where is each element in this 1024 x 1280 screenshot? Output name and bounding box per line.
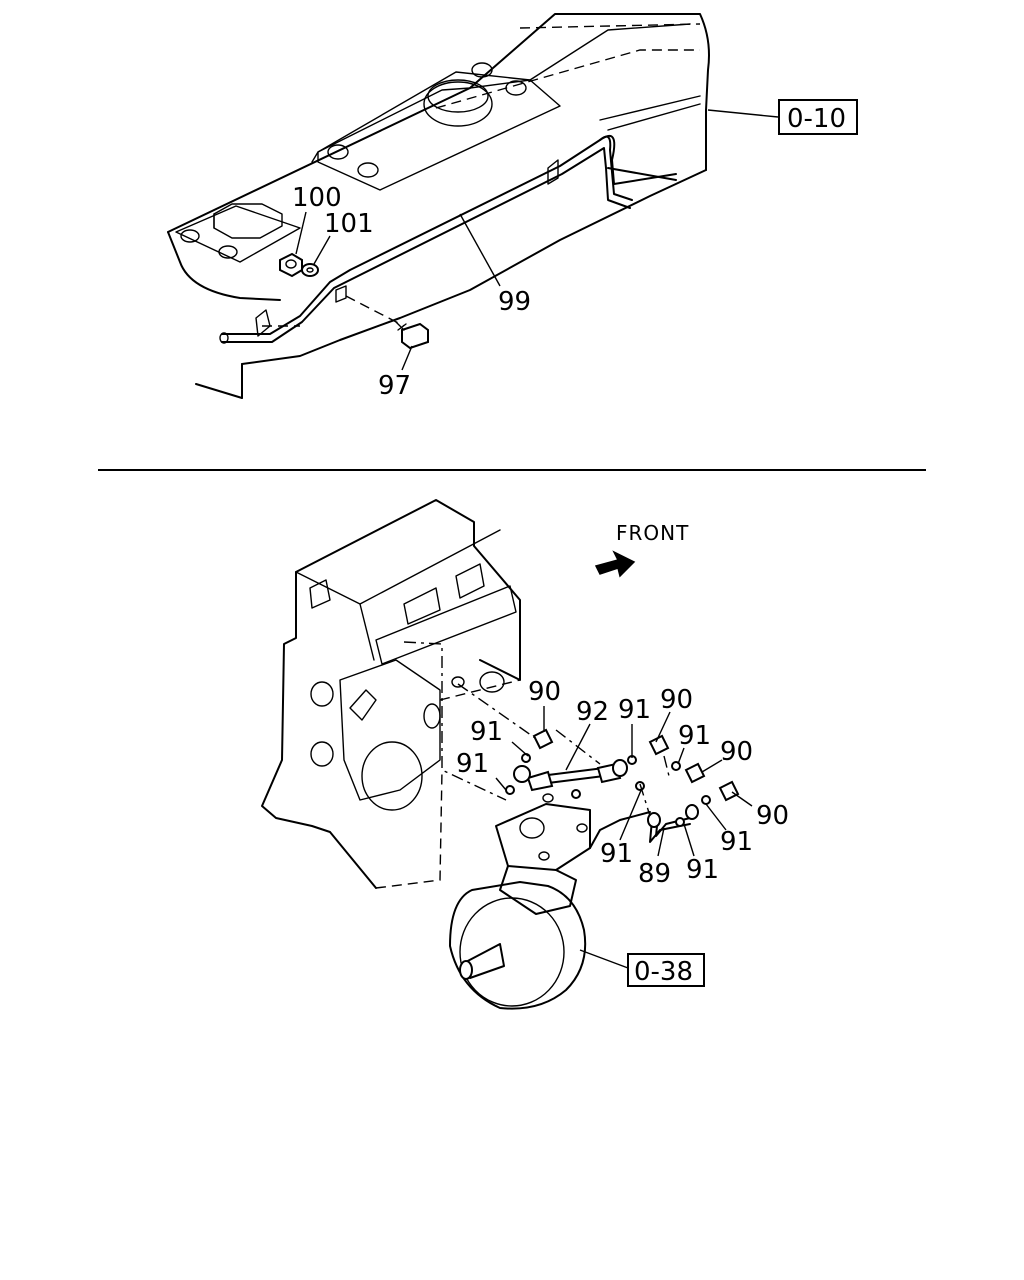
callout-91-b: 91 — [470, 717, 503, 747]
callout-89: 89 — [638, 859, 671, 889]
connection-line — [403, 641, 507, 801]
eye-bolt-90-a — [532, 728, 554, 750]
washer-91-f — [701, 795, 711, 805]
callout-91-g: 91 — [686, 855, 719, 885]
ref-label-0-10: 0-10 — [787, 104, 846, 134]
callout-99: 99 — [498, 287, 531, 317]
callout-97: 97 — [378, 371, 411, 401]
callout-91-c: 91 — [678, 721, 711, 751]
nut-100 — [279, 252, 303, 278]
eye-bolt-90-b — [648, 734, 670, 756]
head-cover-drawing — [167, 13, 710, 399]
oil-pipe-92 — [513, 759, 628, 792]
eye-bolt-90-c — [684, 762, 706, 784]
upper-view: 100 101 99 97 0-10 — [167, 13, 858, 401]
callout-91-d: 91 — [456, 749, 489, 779]
callout-90-b: 90 — [660, 685, 693, 715]
callout-90-a: 90 — [528, 677, 561, 707]
callout-92: 92 — [576, 697, 609, 727]
callout-91-e: 91 — [720, 827, 753, 857]
air-compressor-drawing — [449, 793, 651, 1010]
callout-91-a: 91 — [618, 695, 651, 725]
washer-101 — [301, 263, 319, 277]
callout-100: 100 — [292, 183, 342, 213]
callout-101: 101 — [324, 209, 374, 239]
ref-box-0-10 — [778, 99, 858, 135]
washer-91-h — [571, 789, 581, 799]
washer-91-a — [521, 753, 531, 763]
front-arrow-icon — [594, 550, 636, 578]
front-direction-label: FRONT — [616, 521, 689, 545]
washer-91-b — [505, 785, 515, 795]
callout-91-f: 91 — [600, 839, 633, 869]
lower-view: FRONT — [261, 499, 789, 1010]
eye-bolt-90-d — [718, 780, 740, 802]
washer-91-g — [675, 817, 685, 827]
oil-pipe-99 — [219, 135, 677, 344]
ref-label-0-38: 0-38 — [634, 957, 693, 987]
callout-90-d: 90 — [756, 801, 789, 831]
engine-block-drawing — [261, 499, 521, 889]
bolt-97 — [345, 295, 429, 350]
callout-90-c: 90 — [720, 737, 753, 767]
oil-pipe-89 — [647, 804, 699, 843]
ref-box-0-38 — [627, 953, 705, 987]
